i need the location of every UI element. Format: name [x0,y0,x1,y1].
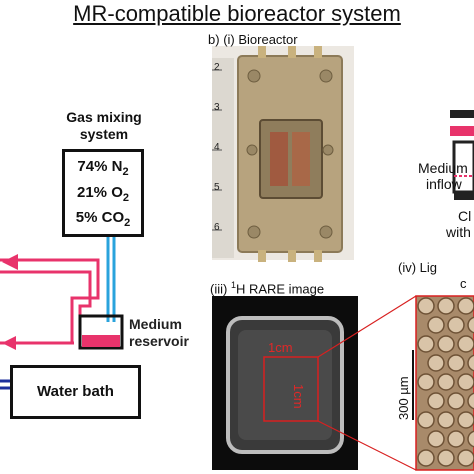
reservoir-medium-fill [82,335,120,347]
microscopy-well [458,336,474,352]
scale-bar-300um [412,350,414,420]
gas-mixing-title-line1: Gas mixing [52,109,156,126]
gas-line-o2: 21% O2 [65,184,141,207]
microscopy-well [448,355,464,371]
microscopy-well [418,336,434,352]
gas-line-co2: 5% CO2 [65,209,141,232]
microscopy-well [418,374,434,390]
microscopy-well [438,336,454,352]
microscopy-well [468,431,474,447]
medium-reservoir-label: Medium reservoir [129,316,189,350]
water-bath-box: Water bath [10,365,141,419]
medium-inflow-label-line2: inflow [426,176,462,192]
microscopy-well [438,374,454,390]
chamber-pink-band [450,126,474,136]
scale-300um: 300 µm [396,376,411,420]
microscopy-well [458,450,474,466]
microscopy-well [438,412,454,428]
gas-mixing-box: 74% N2 21% O2 5% CO2 [62,149,144,237]
microscopy-well [448,431,464,447]
microscopy-well [418,298,434,314]
medium-inflow-label-line1: Medium [418,160,468,176]
bioreactor-window-right [292,132,310,186]
medium-line-pink-inner [0,272,90,343]
gas-mixing-title-line2: system [52,126,156,143]
bioreactor-window-left [270,132,288,186]
panel-iv-label: (iv) Lig [398,260,437,275]
ruler-numbers: 2 3 4 5 6 [214,62,228,262]
microscopy-well [428,431,444,447]
microscopy-well [418,412,434,428]
gas-line-blue [108,237,114,322]
microscopy-well [428,317,444,333]
gas-line-n2: 74% N2 [65,158,141,181]
chamber-top-bar [450,110,474,118]
scale-1cm-vertical: 1cm [291,384,306,409]
microscopy-well [468,393,474,409]
microscopy-well [438,298,454,314]
panel-iv-label-line2: c [460,276,467,291]
chamber-label-line2: with [446,224,471,240]
microscopy-well [458,374,474,390]
arrow-left-lower-icon [2,336,16,350]
gas-mixing-title: Gas mixing system [52,109,156,143]
panel-iii-label: (iii) 1H RARE image [210,278,324,296]
microscopy-well [468,317,474,333]
microscopy-well [448,393,464,409]
microscopy-well [458,412,474,428]
chamber-bottom-bar [454,192,474,200]
microscopy-well [438,450,454,466]
microscopy-wells [416,296,474,470]
microscopy-well [468,355,474,371]
microscopy-well [428,355,444,371]
microscopy-well [458,298,474,314]
microscopy-well [428,393,444,409]
arrow-left-upper-icon [2,254,18,270]
microscopy-well [448,317,464,333]
bioreactor-chamber [260,120,322,198]
chamber-label-line1: Cl [458,208,471,224]
panel-b-label: b) (i) Bioreactor [208,32,298,47]
scale-1cm-horizontal: 1cm [268,340,293,355]
microscopy-well [418,450,434,466]
